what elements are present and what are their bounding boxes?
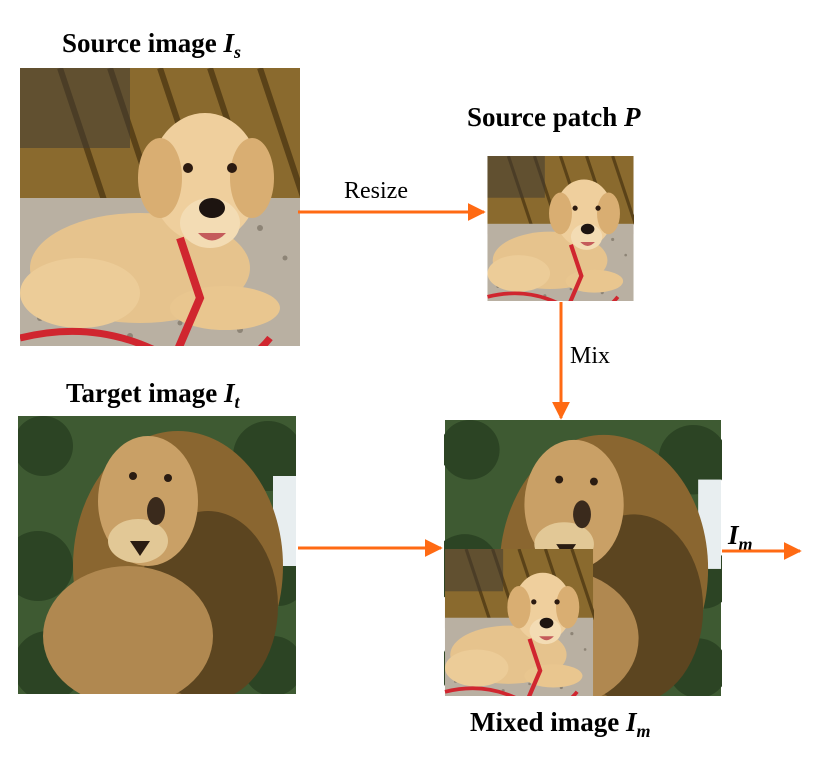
target-title-symbol: I xyxy=(223,378,235,408)
patch-title-text: Source patch xyxy=(467,102,625,132)
source-title-symbol: I xyxy=(223,28,234,58)
source-patch-title: Source patch P xyxy=(467,102,641,133)
target-image-title: Target image It xyxy=(66,378,240,413)
output-symbol: I xyxy=(728,520,739,550)
patch-title-symbol: P xyxy=(624,102,641,132)
target-title-text: Target image xyxy=(66,378,224,408)
mixed-title-text: Mixed image xyxy=(470,707,626,737)
source-title-text: Source image xyxy=(62,28,224,58)
mixed-title-subscript: m xyxy=(636,721,651,741)
mixed-title-symbol: I xyxy=(625,707,637,737)
mixed-image-title: Mixed image Im xyxy=(470,707,651,742)
mix-label: Mix xyxy=(570,343,611,369)
resize-label: Resize xyxy=(344,178,408,204)
target-title-subscript: t xyxy=(234,392,240,412)
output-label: Im xyxy=(728,520,753,555)
source-title-subscript: s xyxy=(234,42,242,62)
source-image-title: Source image Is xyxy=(62,28,241,63)
output-subscript: m xyxy=(738,534,753,554)
